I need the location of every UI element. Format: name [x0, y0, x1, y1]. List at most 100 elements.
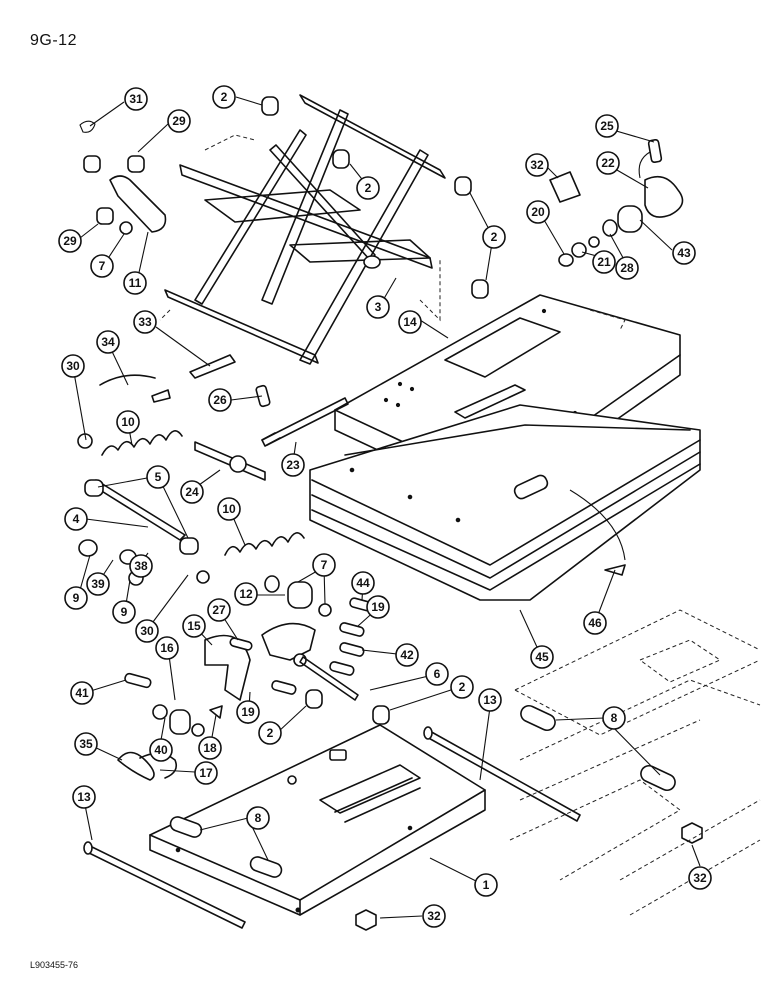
- svg-text:44: 44: [356, 576, 370, 590]
- scissor-frame: [159, 94, 446, 365]
- callout-22: 22: [596, 151, 620, 175]
- svg-text:14: 14: [403, 315, 417, 329]
- callout-18: 18: [198, 736, 222, 760]
- callout-30-top: 30: [61, 354, 85, 378]
- callout-26: 26: [208, 388, 232, 412]
- callout-2-right: 2: [482, 225, 506, 249]
- svg-text:17: 17: [199, 766, 213, 780]
- svg-text:32: 32: [427, 909, 441, 923]
- callout-10-top: 10: [116, 410, 140, 434]
- svg-text:46: 46: [588, 616, 602, 630]
- callout-35: 34: [96, 330, 120, 354]
- callout-41: 41: [70, 681, 94, 705]
- callout-24: 24: [180, 480, 204, 504]
- callout-19-low: 19: [236, 700, 260, 724]
- svg-text:33: 33: [138, 315, 152, 329]
- svg-text:11: 11: [129, 276, 142, 290]
- long-bolts: [83, 726, 581, 929]
- callout-28: 28: [615, 256, 639, 280]
- svg-text:13: 13: [483, 693, 497, 707]
- svg-text:43: 43: [677, 246, 691, 260]
- callout-34: 33: [133, 310, 157, 334]
- svg-text:27: 27: [212, 603, 226, 617]
- svg-text:9: 9: [121, 605, 128, 619]
- stud-rod: [261, 397, 349, 447]
- svg-text:2: 2: [459, 680, 466, 694]
- svg-text:29: 29: [63, 234, 77, 248]
- svg-text:2: 2: [491, 230, 498, 244]
- svg-text:9: 9: [73, 591, 80, 605]
- svg-text:1: 1: [483, 878, 490, 892]
- callout-8-right: 8: [602, 706, 626, 730]
- svg-text:45: 45: [535, 650, 549, 664]
- svg-text:25: 25: [600, 119, 614, 133]
- callout-46: 46: [583, 611, 607, 635]
- svg-text:7: 7: [321, 558, 328, 572]
- callout-32-right: 32: [688, 866, 712, 890]
- callout-6: 6: [425, 662, 449, 686]
- callout-21: 21: [592, 250, 616, 274]
- svg-text:20: 20: [531, 205, 545, 219]
- callout-37: 35: [74, 732, 98, 756]
- callout-13-right: 13: [478, 688, 502, 712]
- svg-text:8: 8: [255, 811, 262, 825]
- base-plate: [149, 724, 486, 916]
- svg-text:29: 29: [172, 114, 186, 128]
- callout-9-mid: 9: [112, 600, 136, 624]
- callout-10-mid: 10: [217, 497, 241, 521]
- callout-7-mid: 7: [312, 553, 336, 577]
- shock-absorber: [79, 120, 167, 235]
- callout-39: 39: [86, 572, 110, 596]
- assembled-view-dashed: [509, 609, 761, 916]
- bellows-boot: [309, 404, 701, 601]
- callout-32-left: 3132: [422, 904, 446, 928]
- svg-text:7: 7: [99, 259, 106, 273]
- knob-parts: [549, 138, 684, 267]
- callout-9-left: 9: [64, 586, 88, 610]
- callout-7-top: 7: [90, 254, 114, 278]
- svg-text:8: 8: [611, 711, 618, 725]
- svg-text:10: 10: [222, 502, 236, 516]
- svg-text:2: 2: [365, 181, 372, 195]
- leader-lines: [72, 96, 701, 919]
- callout-2-top: 2: [212, 85, 236, 109]
- callout-14: 14: [398, 310, 422, 334]
- callout-2-frame: 2: [356, 176, 380, 200]
- svg-text:15: 15: [187, 619, 201, 633]
- callout-19-top: 19: [366, 595, 390, 619]
- svg-text:41: 41: [75, 686, 89, 700]
- nut-parts: [355, 822, 703, 931]
- callout-16: 16: [155, 636, 179, 660]
- callout-17: 17: [194, 761, 218, 785]
- svg-text:24: 24: [185, 485, 199, 499]
- svg-text:21: 21: [597, 255, 611, 269]
- callout-38: 38: [129, 554, 153, 578]
- callout-23: 23: [281, 453, 305, 477]
- callout-5: 5: [146, 465, 170, 489]
- svg-text:22: 22: [601, 156, 615, 170]
- page-title: 9G-12: [30, 32, 77, 49]
- svg-text:19: 19: [371, 600, 385, 614]
- callout-3: 3: [366, 295, 390, 319]
- svg-text:32: 32: [530, 158, 544, 172]
- callout-31: 31: [124, 87, 148, 111]
- svg-text:26: 26: [213, 393, 227, 407]
- callout-15: 15: [182, 614, 206, 638]
- svg-text:5: 5: [155, 470, 162, 484]
- svg-text:31: 31: [129, 92, 143, 106]
- svg-text:2: 2: [221, 90, 228, 104]
- svg-text:39: 39: [91, 577, 105, 591]
- callout-33: 32: [525, 153, 549, 177]
- callout-27: 27: [207, 598, 231, 622]
- svg-text:28: 28: [620, 261, 634, 275]
- callout-1: 1: [474, 873, 498, 897]
- svg-text:30: 30: [140, 624, 154, 638]
- svg-text:2: 2: [267, 726, 274, 740]
- callout-2-low: 2: [258, 721, 282, 745]
- svg-text:30: 30: [66, 359, 80, 373]
- callout-30-mid: 30: [135, 619, 159, 643]
- svg-text:35: 35: [79, 737, 93, 751]
- callout-11: 11: [123, 271, 147, 295]
- callout-42: 42: [395, 643, 419, 667]
- callout-29-top: 29: [167, 109, 191, 133]
